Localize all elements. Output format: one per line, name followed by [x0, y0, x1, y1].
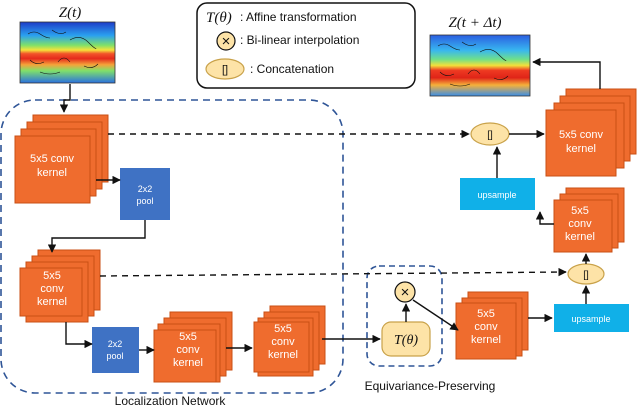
conv-block-6: 5x5 conv kernel [553, 187, 625, 253]
upsample-block-2: upsample [460, 178, 535, 210]
arrow-interp-to-conv5 [412, 299, 459, 331]
pool2-line1: 2x2 [108, 339, 123, 349]
legend-interp-symbol: × [222, 33, 231, 50]
output-heatmap [429, 34, 531, 97]
output-coastlines [437, 41, 509, 87]
pool2-line2: pool [106, 351, 123, 361]
input-label: Z(t) [59, 5, 82, 21]
conv2-line3: kernel [37, 296, 67, 308]
conv3-line2: conv [176, 344, 200, 356]
equivariance-label: Equivariance-Preserving [365, 379, 496, 393]
conv1-line1: 5x5 conv [30, 153, 75, 165]
arrow-input-to-conv1 [59, 84, 71, 113]
pool-block-1: 2x2 pool [120, 168, 170, 220]
arrow-conv2-to-pool2 [65, 322, 93, 349]
pool1-line2: pool [136, 196, 153, 206]
conv6-line3: kernel [565, 231, 595, 243]
pool1-line1: 2x2 [138, 184, 153, 194]
conv4-line3: kernel [268, 349, 298, 361]
arrow-pool1-to-conv2 [47, 220, 146, 253]
conv2-line1: 5x5 [43, 270, 61, 282]
upsample-block-1: upsample [554, 304, 629, 332]
conv7-line2: kernel [566, 143, 596, 155]
legend-interp-icon [216, 31, 236, 51]
conv-block-2: 5x5 conv kernel [19, 249, 101, 323]
conv1-line2: kernel [37, 167, 67, 179]
concat2-label: [] [487, 130, 493, 141]
conv3-line1: 5x5 [179, 331, 197, 343]
conv7-line1: 5x5 conv [559, 129, 604, 141]
affine-transform-node: T(θ) [381, 321, 431, 357]
concat-node-1: [] [567, 263, 605, 285]
conv-block-5: 5x5 conv kernel [455, 291, 529, 360]
equivariance-region [366, 265, 443, 367]
conv-block-1: 5x5 conv kernel [14, 114, 109, 204]
input-coastlines [27, 29, 99, 75]
conv-block-3: 5x5 conv kernel [153, 311, 233, 383]
upsample1-label: upsample [571, 314, 610, 324]
legend-concat-symbol: [] [222, 64, 228, 76]
conv-block-4: 5x5 conv kernel [253, 305, 326, 377]
affine-label: T(θ) [394, 333, 418, 348]
legend-affine-symbol: T(θ) [206, 10, 232, 26]
legend-concat-icon [205, 58, 245, 80]
skip-conv2-to-concat1 [99, 267, 567, 277]
conv4-line2: conv [271, 336, 295, 348]
legend: T(θ) : Affine transformation × : Bi-line… [196, 2, 416, 89]
pool-block-2: 2x2 pool [92, 327, 139, 373]
conv4-line1: 5x5 [274, 323, 292, 335]
interpolation-node: × [394, 281, 416, 303]
arrow-conv7-to-output [532, 57, 601, 89]
conv2-line2: conv [40, 283, 64, 295]
interp-label: × [401, 284, 410, 301]
concat1-label: [] [583, 270, 589, 281]
upsample2-label: upsample [477, 190, 516, 200]
conv5-line3: kernel [471, 334, 501, 346]
arrow-conv6-to-upsample2 [535, 211, 554, 225]
output-label: Z(t + Δt) [448, 15, 501, 31]
legend-frame [196, 2, 416, 89]
conv-block-7: 5x5 conv kernel [545, 88, 637, 177]
input-map: Z(t) [19, 5, 116, 84]
concat-node-2: [] [470, 122, 510, 146]
legend-affine-text: : Affine transformation [240, 10, 357, 24]
localization-label: Localization Network [115, 394, 227, 407]
input-heatmap [19, 21, 116, 84]
conv3-line3: kernel [173, 357, 203, 369]
conv6-line2: conv [568, 218, 592, 230]
legend-concat-text: : Concatenation [250, 62, 334, 76]
localization-region [0, 99, 344, 394]
connections [47, 57, 601, 355]
conv5-line2: conv [474, 321, 498, 333]
output-map: Z(t + Δt) [429, 15, 531, 97]
legend-interp-text: : Bi-linear interpolation [240, 33, 359, 47]
conv5-line1: 5x5 [477, 308, 495, 320]
conv6-line1: 5x5 [571, 205, 589, 217]
